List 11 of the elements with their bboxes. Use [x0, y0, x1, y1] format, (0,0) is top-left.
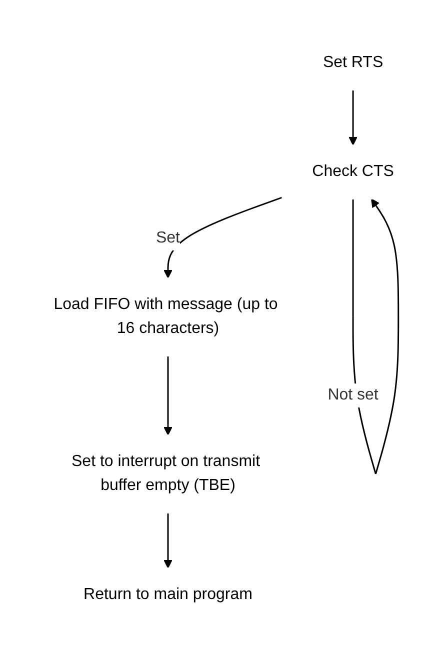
- arrow: [348, 90, 357, 145]
- node-text: Set to interrupt on transmit buffer empty (TBE): [71, 452, 260, 494]
- arrow: [163, 196, 282, 278]
- arrow: [163, 356, 172, 435]
- arrow: [163, 512, 172, 568]
- node-text: Set RTS: [322, 54, 383, 71]
- edge-label: Set: [156, 229, 180, 246]
- node-text: Check CTS: [312, 162, 394, 180]
- edge-label: Not set: [327, 386, 378, 403]
- node-text: Return to main program: [83, 585, 252, 602]
- node-text: Load FIFO with message (up to 16 characters): [53, 296, 278, 336]
